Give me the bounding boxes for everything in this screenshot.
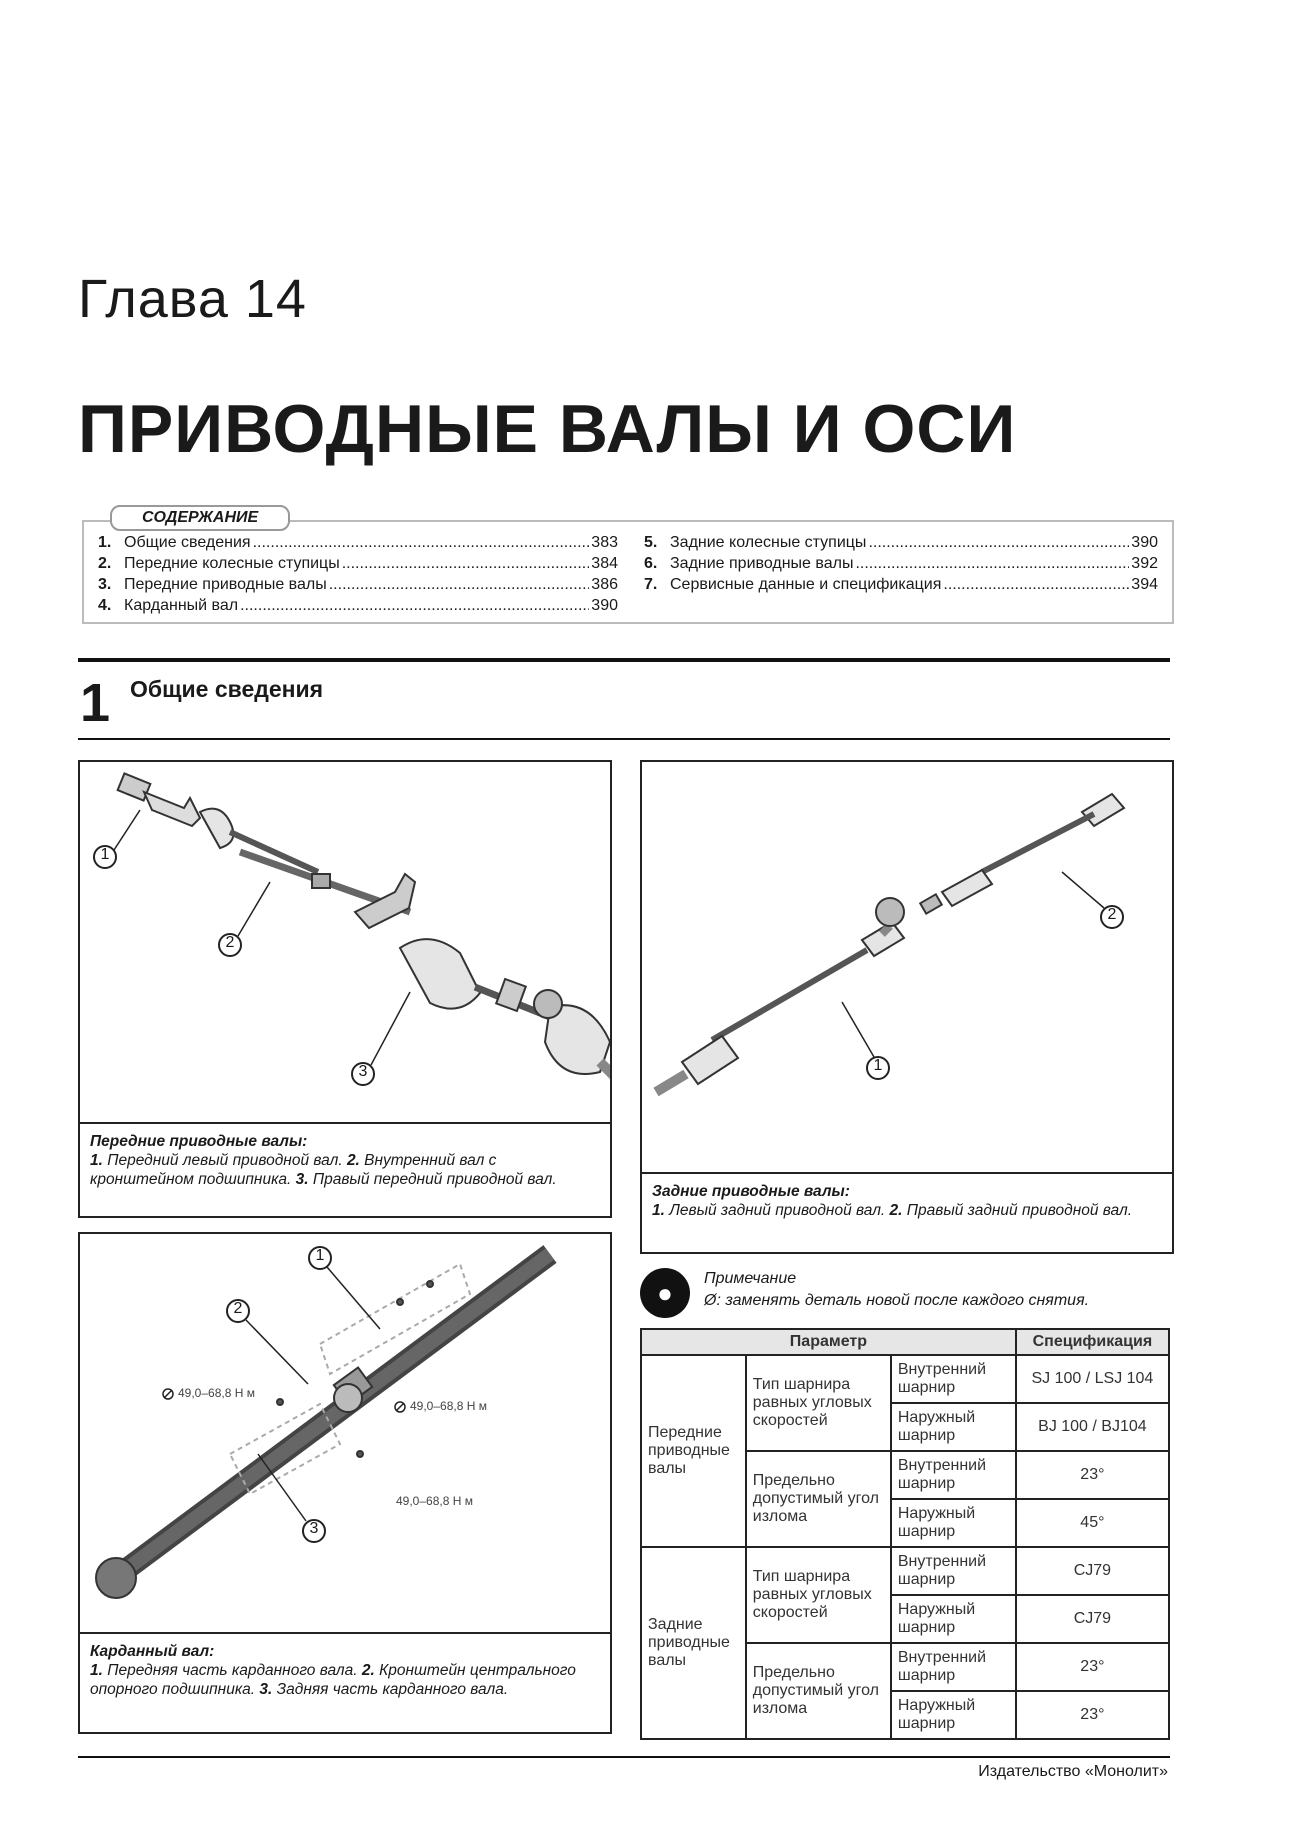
toc-entry[interactable]: 7.Сервисные данные и спецификация394 bbox=[644, 574, 1158, 595]
group-cell: Задние приводные валы bbox=[640, 1546, 747, 1740]
table-row: Наружный шарнир BJ 100 / BJ104 bbox=[641, 1402, 1171, 1452]
toc-entry[interactable]: 1.Общие сведения383 bbox=[98, 532, 618, 553]
joint-cell: Наружный шарнир bbox=[889, 1402, 1017, 1452]
note-text: Ø: заменять деталь новой после каждого с… bbox=[704, 1292, 1090, 1309]
page-title: ПРИВОДНЫЕ ВАЛЫ И ОСИ bbox=[78, 391, 1017, 467]
table-row: Предельно допустимый угол излома Внутрен… bbox=[641, 1642, 1171, 1740]
callout-label: 3 bbox=[358, 1063, 368, 1080]
table-row: Задние приводные валы Тип шарнира равных… bbox=[640, 1546, 1171, 1740]
figure-caption: Карданный вал: 1. Передняя часть карданн… bbox=[90, 1642, 600, 1699]
rear-drive-shafts-illustration bbox=[653, 792, 1126, 1097]
caption-heading: Передние приводные валы: bbox=[90, 1133, 308, 1150]
toc-left-column: 1.Общие сведения383 2.Передние колесные … bbox=[98, 532, 618, 616]
column-header: Спецификация bbox=[1014, 1328, 1171, 1356]
callout-label: 2 bbox=[225, 934, 235, 951]
callout-2 bbox=[226, 1299, 250, 1323]
joint-cell: Внутренний шарнир bbox=[889, 1642, 1017, 1692]
table-of-contents: 1.Общие сведения383 2.Передние колесные … bbox=[82, 520, 1174, 624]
param-cell: Тип шарнира равных угловых скоростей bbox=[744, 1354, 892, 1452]
value-cell: 45° bbox=[1014, 1498, 1171, 1548]
toc-entry[interactable]: 2.Передние колесные ступицы384 bbox=[98, 553, 618, 574]
value-cell: CJ79 bbox=[1014, 1546, 1171, 1596]
section-rule-top bbox=[78, 658, 1170, 662]
footer-rule bbox=[78, 1756, 1170, 1758]
lightbulb-icon: ● bbox=[640, 1268, 690, 1318]
joint-cell: Внутренний шарнир bbox=[889, 1354, 1017, 1404]
caption-heading: Задние приводные валы: bbox=[652, 1183, 850, 1200]
param-cell: Предельно допустимый угол излома bbox=[744, 1642, 892, 1740]
table-row: Предельно допустимый угол излома Внутрен… bbox=[641, 1450, 1171, 1548]
caption-divider bbox=[80, 1632, 610, 1634]
torque-label: 49,0–68,8 Н м bbox=[396, 1494, 473, 1508]
callout-1 bbox=[93, 845, 117, 869]
spec-table: Параметр Спецификация Передние приводные… bbox=[640, 1328, 1171, 1740]
table-row: Наружный шарнир 45° bbox=[641, 1498, 1171, 1548]
joint-cell: Наружный шарнир bbox=[889, 1690, 1017, 1740]
torque-label: 49,0–68,8 Н м bbox=[410, 1399, 487, 1413]
table-row: Наружный шарнир CJ79 bbox=[641, 1594, 1171, 1644]
publisher-footer: Издательство «Монолит» bbox=[978, 1763, 1168, 1780]
param-cell: Тип шарнира равных угловых скоростей bbox=[744, 1546, 892, 1644]
figure-front-drive-shafts: 1 2 3 Передние приводные валы: 1. Передн… bbox=[78, 760, 612, 1218]
value-cell: SJ 100 / LSJ 104 bbox=[1014, 1354, 1171, 1404]
value-cell: 23° bbox=[1014, 1642, 1171, 1692]
note-heading: Примечание bbox=[704, 1270, 797, 1287]
callout-label: 2 bbox=[1107, 906, 1117, 923]
callout-label: 1 bbox=[873, 1057, 883, 1074]
caption-divider bbox=[642, 1172, 1172, 1174]
toc-label: СОДЕРЖАНИЕ bbox=[110, 505, 291, 531]
table-row: Наружный шарнир 23° bbox=[641, 1690, 1171, 1740]
callout-label: 1 bbox=[315, 1247, 325, 1264]
value-cell: CJ79 bbox=[1014, 1594, 1171, 1644]
section-number: 1 bbox=[80, 673, 111, 733]
front-drive-shafts-illustration bbox=[93, 772, 610, 1086]
caption-divider bbox=[80, 1122, 610, 1124]
column-header: Параметр bbox=[640, 1328, 1017, 1356]
joint-cell: Внутренний шарнир bbox=[889, 1546, 1017, 1596]
figure-rear-drive-shafts: 2 1 Задние приводные валы: 1. Левый задн… bbox=[640, 760, 1174, 1254]
callout-2 bbox=[1100, 905, 1124, 929]
table-header-row: Параметр Спецификация bbox=[640, 1328, 1171, 1356]
joint-cell: Наружный шарнир bbox=[889, 1498, 1017, 1548]
section-title: Общие сведения bbox=[130, 676, 324, 702]
callout-3 bbox=[351, 1062, 375, 1086]
toc-right-column: 5.Задние колесные ступицы390 6.Задние пр… bbox=[644, 532, 1158, 595]
value-cell: BJ 100 / BJ104 bbox=[1014, 1402, 1171, 1452]
callout-label: 2 bbox=[233, 1300, 243, 1317]
toc-entry[interactable]: 6.Задние приводные валы392 bbox=[644, 553, 1158, 574]
torque-label: 49,0–68,8 Н м bbox=[178, 1386, 255, 1400]
callout-2 bbox=[218, 933, 242, 957]
value-cell: 23° bbox=[1014, 1450, 1171, 1500]
figure-caption: Задние приводные валы: 1. Левый задний п… bbox=[652, 1182, 1162, 1220]
callout-3 bbox=[302, 1519, 326, 1543]
toc-entry[interactable]: 3.Передние приводные валы386 bbox=[98, 574, 618, 595]
toc-entry[interactable]: 5.Задние колесные ступицы390 bbox=[644, 532, 1158, 553]
joint-cell: Внутренний шарнир bbox=[889, 1450, 1017, 1500]
callout-1 bbox=[308, 1246, 332, 1270]
value-cell: 23° bbox=[1014, 1690, 1171, 1740]
propeller-shaft-illustration bbox=[95, 1245, 557, 1599]
section-rule-bottom bbox=[78, 738, 1170, 740]
toc-entry[interactable]: 4.Карданный вал390 bbox=[98, 595, 618, 616]
joint-cell: Наружный шарнир bbox=[889, 1594, 1017, 1644]
callout-1 bbox=[866, 1056, 890, 1080]
figure-caption: Передние приводные валы: 1. Передний лев… bbox=[90, 1132, 600, 1189]
table-row: Передние приводные валы Тип шарнира равн… bbox=[640, 1354, 1171, 1548]
chapter-label: Глава 14 bbox=[78, 269, 307, 329]
callout-label: 1 bbox=[100, 846, 110, 863]
callout-label: 3 bbox=[309, 1520, 319, 1537]
figure-propeller-shaft: 1 2 3 49,0–68,8 Н м 49,0–68,8 Н м 49,0–6… bbox=[78, 1232, 612, 1734]
group-cell: Передние приводные валы bbox=[640, 1354, 747, 1548]
param-cell: Предельно допустимый угол излома bbox=[744, 1450, 892, 1548]
caption-heading: Карданный вал: bbox=[90, 1643, 215, 1660]
